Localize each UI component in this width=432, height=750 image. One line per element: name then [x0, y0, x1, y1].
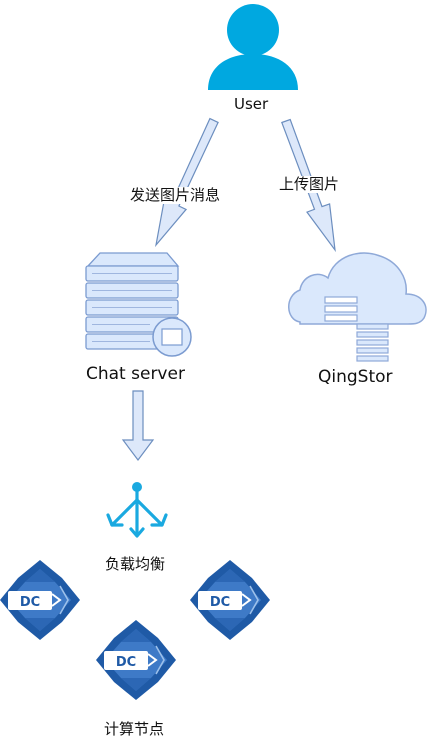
user-icon [208, 4, 298, 90]
upload-image-label: 上传图片 [277, 175, 342, 193]
dc-node-center: DC [95, 619, 177, 701]
send-image-message-label: 发送图片消息 [128, 186, 223, 204]
cloud-storage-icon [288, 252, 427, 362]
server-icon [85, 252, 192, 357]
arrow-chat-to-lb [121, 390, 155, 461]
compute-nodes-label: 计算节点 [104, 720, 165, 738]
qingstor-label: QingStor [318, 367, 393, 387]
dc-node-label: DC [20, 595, 40, 610]
load-balancer-icon [106, 482, 168, 538]
dc-node-label: DC [116, 655, 136, 670]
chat-server-label: Chat server [86, 364, 185, 384]
user-label: User [234, 95, 269, 113]
dc-node-right: DC [189, 559, 271, 641]
arrow-user-to-chat [155, 117, 219, 248]
load-balancer-label: 负载均衡 [105, 555, 166, 573]
dc-node-label: DC [210, 595, 230, 610]
dc-node-left: DC [0, 559, 81, 641]
